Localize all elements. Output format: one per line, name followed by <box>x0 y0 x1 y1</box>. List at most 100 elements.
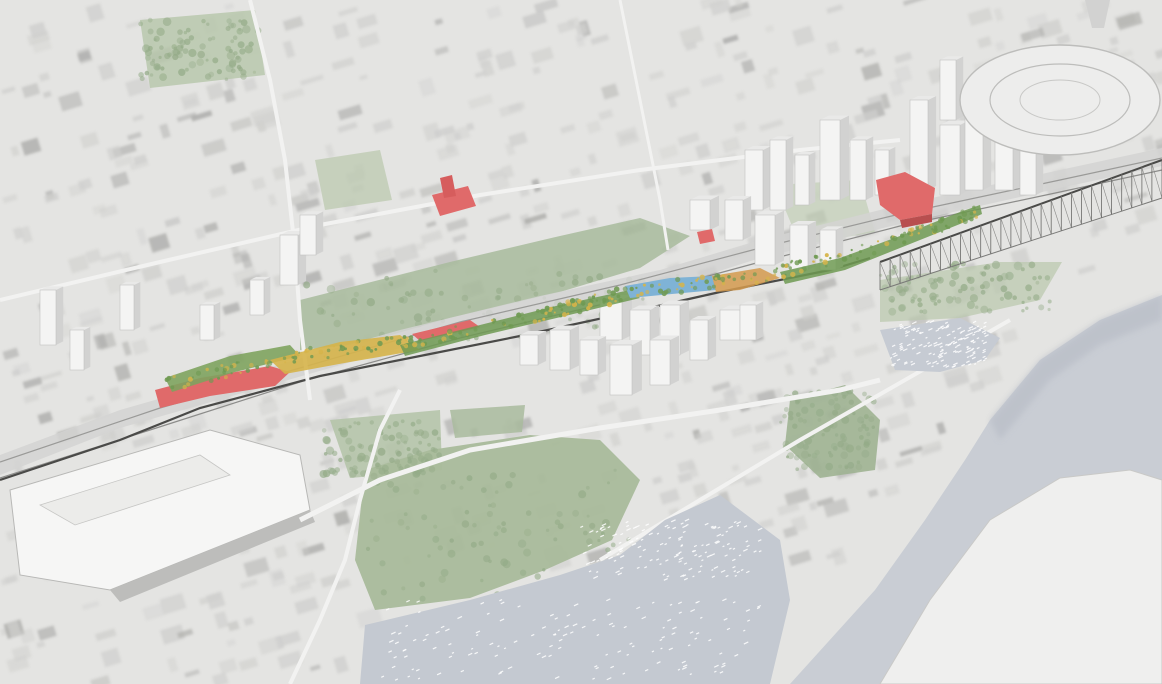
boat <box>631 645 635 648</box>
boat <box>596 571 599 573</box>
boat <box>601 523 607 527</box>
city-block <box>969 380 986 393</box>
boat <box>944 321 949 324</box>
boat <box>745 540 749 543</box>
city-block <box>419 182 444 198</box>
street-bathurst <box>248 0 312 401</box>
planting <box>635 286 638 290</box>
city-block <box>743 475 762 487</box>
city-block <box>862 48 876 58</box>
tree <box>158 55 162 60</box>
boat <box>972 352 976 355</box>
tree <box>802 443 809 450</box>
tree <box>449 538 454 543</box>
tree <box>534 573 541 580</box>
tower-top <box>690 315 717 320</box>
tree <box>211 36 216 41</box>
tree <box>234 55 242 63</box>
boat <box>756 606 761 610</box>
boat <box>388 650 393 653</box>
tree <box>841 415 850 424</box>
boat <box>954 346 958 349</box>
boat <box>981 330 987 333</box>
tree <box>807 453 812 457</box>
tree <box>919 309 924 314</box>
boat <box>982 350 986 354</box>
tower-face <box>609 344 633 396</box>
city-block <box>533 201 550 214</box>
city-block <box>167 657 179 673</box>
planting <box>972 205 976 210</box>
boat <box>899 346 904 350</box>
city-block <box>508 131 528 148</box>
city-block <box>251 176 266 191</box>
boat <box>497 645 500 648</box>
city-block <box>282 40 296 59</box>
boat <box>971 327 977 331</box>
city-block <box>884 484 900 497</box>
city-block <box>321 451 335 470</box>
tree <box>147 45 153 51</box>
tree <box>379 560 386 567</box>
stadium-roof-ring <box>989 63 1131 137</box>
tower-top <box>795 151 816 155</box>
tree <box>641 297 645 301</box>
boat <box>925 360 929 363</box>
tree <box>979 271 984 275</box>
tree <box>357 452 366 462</box>
city-block <box>230 161 247 175</box>
boat <box>692 575 695 578</box>
planting <box>606 301 613 308</box>
boat <box>982 348 986 352</box>
boat <box>961 363 965 367</box>
boat <box>489 642 494 646</box>
planting <box>542 317 546 321</box>
city-block <box>677 132 700 146</box>
city-block <box>619 131 637 143</box>
boat <box>927 362 932 365</box>
planting <box>732 277 737 282</box>
tree <box>380 589 387 596</box>
boat <box>475 630 481 634</box>
tree <box>403 440 408 445</box>
tree <box>204 73 212 80</box>
boat <box>558 638 563 642</box>
planting <box>876 240 880 243</box>
city-block <box>788 549 812 567</box>
tree <box>427 554 431 558</box>
tree <box>525 510 532 516</box>
city-block <box>1001 328 1019 344</box>
tree <box>478 540 484 546</box>
tree <box>373 535 380 542</box>
boat <box>906 325 912 329</box>
city-block <box>209 185 228 199</box>
viaduct-brace <box>1141 167 1153 202</box>
tree <box>142 44 151 53</box>
tree <box>1032 276 1037 281</box>
tree <box>1035 280 1040 285</box>
tree <box>513 295 522 303</box>
boat <box>668 536 672 539</box>
city-block <box>1077 264 1096 275</box>
planting <box>717 276 721 281</box>
city-block <box>1134 204 1158 226</box>
viaduct-brace <box>1111 178 1122 212</box>
boat <box>959 331 963 334</box>
planting <box>447 328 453 334</box>
planting <box>520 312 524 316</box>
viaduct-brace <box>1151 163 1162 199</box>
tree <box>960 283 968 292</box>
tree <box>834 397 839 402</box>
boat <box>910 327 916 331</box>
boat <box>620 532 624 536</box>
city-block <box>701 241 711 253</box>
city-block <box>398 188 416 200</box>
tree <box>501 521 506 527</box>
tree <box>828 451 832 455</box>
tree <box>1047 299 1052 304</box>
city-block <box>149 322 166 332</box>
boat <box>638 555 642 558</box>
tower-top <box>630 305 659 310</box>
city-block <box>699 0 724 11</box>
city-block <box>274 635 285 650</box>
